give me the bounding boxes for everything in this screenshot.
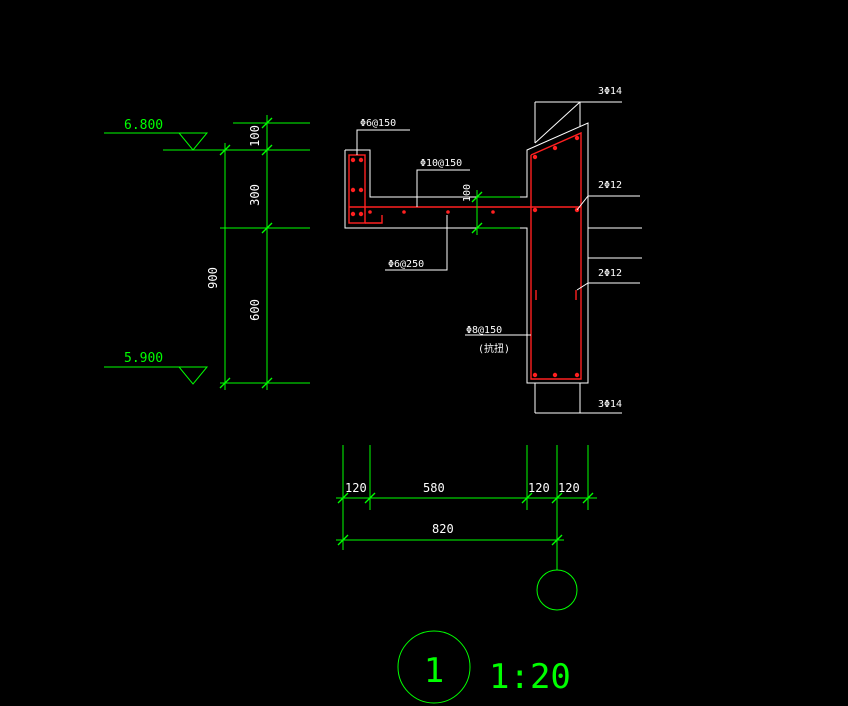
dim-600-label: 600 — [248, 299, 262, 321]
concrete-outline — [344, 101, 622, 414]
dim-100-label: 100 — [248, 125, 262, 147]
label-top-stirrup: Φ6@150 — [360, 118, 396, 129]
label-col-stirrup-note: (抗扭) — [478, 342, 510, 355]
elevation-top-label: 6.800 — [124, 118, 163, 133]
dim-580-label: 580 — [423, 481, 445, 495]
section-title: 1 1:20 — [397, 630, 571, 704]
dim-120-b-label: 120 — [528, 481, 550, 495]
vertical-dimension-chain: 100 300 600 900 — [163, 115, 310, 390]
dim-120-a-label: 120 — [345, 481, 367, 495]
label-bottom-bars: 3Φ14 — [598, 399, 622, 410]
elevation-marker-top: 6.800 — [104, 118, 209, 151]
label-side-bars-1: 2Φ12 — [598, 180, 622, 191]
elevation-marker-bottom: 5.900 — [104, 351, 209, 385]
section-number: 1 — [424, 651, 444, 691]
dim-120-c-label: 120 — [558, 481, 580, 495]
elevation-bottom-label: 5.900 — [124, 351, 163, 366]
label-slab-top: Φ10@150 — [420, 158, 462, 169]
dim-820-label: 820 — [432, 522, 454, 536]
dim-900-label: 900 — [206, 267, 220, 289]
dim-300-label: 300 — [248, 184, 262, 206]
label-side-bars-2: 2Φ12 — [598, 268, 622, 279]
label-slab-thickness: 100 — [462, 184, 473, 202]
label-slab-bottom: Φ6@250 — [388, 259, 424, 270]
title-circle — [397, 630, 471, 704]
label-top-bars: 3Φ14 — [598, 86, 622, 97]
section-scale: 1:20 — [489, 657, 571, 697]
horizontal-dimension-chain: 120 580 120 120 820 — [336, 445, 597, 611]
annotations: Φ6@150 Φ10@150 100 Φ6@250 Φ8@150 (抗扭) 3Φ… — [356, 86, 642, 410]
axis-bubble — [536, 569, 578, 611]
label-col-stirrup: Φ8@150 — [466, 325, 502, 336]
